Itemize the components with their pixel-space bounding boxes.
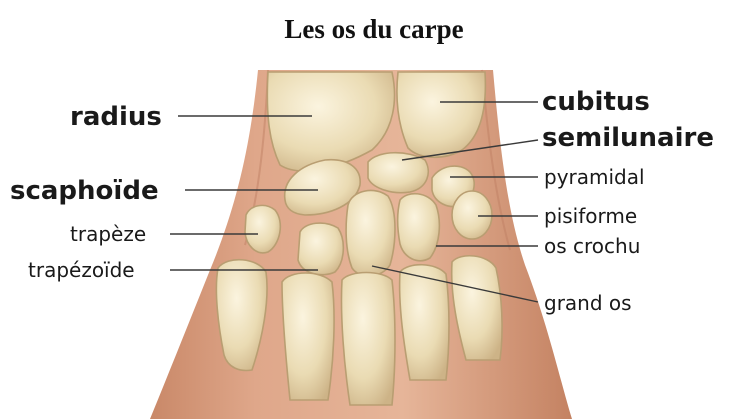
label-pyramidal: pyramidal — [544, 165, 645, 189]
page-title: Les os du carpe — [284, 14, 463, 44]
trapeze-bone — [245, 205, 280, 252]
label-radius: radius — [70, 102, 162, 132]
label-scaphoide: scaphoïde — [10, 176, 159, 206]
label-semilunaire: semilunaire — [542, 123, 714, 153]
os-crochu-bone — [398, 194, 440, 261]
label-pisiforme: pisiforme — [544, 204, 637, 228]
label-trapeze: trapèze — [70, 222, 146, 246]
label-os-crochu: os crochu — [544, 234, 640, 258]
grand-os-bone — [346, 190, 395, 275]
semilunaire-bone — [368, 153, 428, 193]
trapezoide-bone — [298, 223, 343, 275]
pisiforme-bone — [452, 191, 492, 239]
label-cubitus: cubitus — [542, 87, 650, 117]
label-grand-os: grand os — [544, 291, 632, 315]
label-trapezoide: trapézoïde — [28, 258, 135, 282]
